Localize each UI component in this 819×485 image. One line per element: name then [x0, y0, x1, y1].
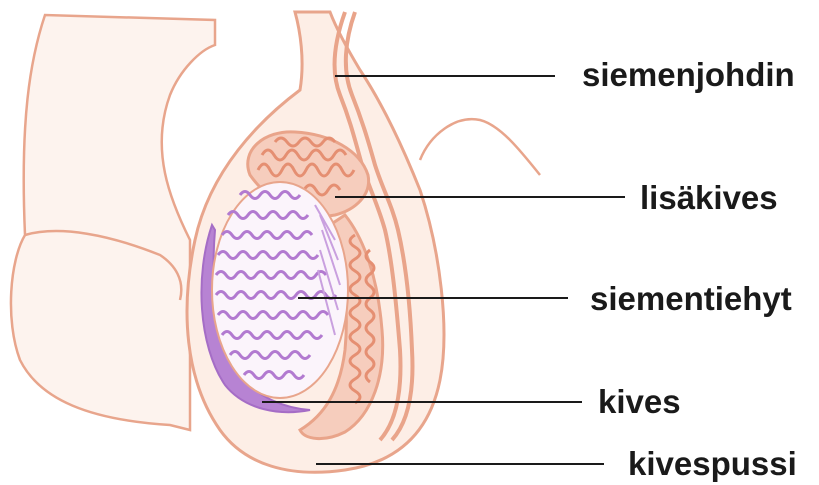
label-vas-deferens: siemenjohdin [582, 56, 795, 93]
label-scrotum: kivespussi [628, 445, 797, 482]
thigh-outline [11, 15, 215, 430]
label-testis: kives [598, 383, 681, 420]
label-seminiferous-tubule: siementiehyt [590, 280, 792, 317]
testis [212, 182, 348, 398]
right-body-outline [420, 119, 540, 175]
label-epididymis: lisäkives [640, 179, 778, 216]
testis-body [212, 182, 348, 398]
